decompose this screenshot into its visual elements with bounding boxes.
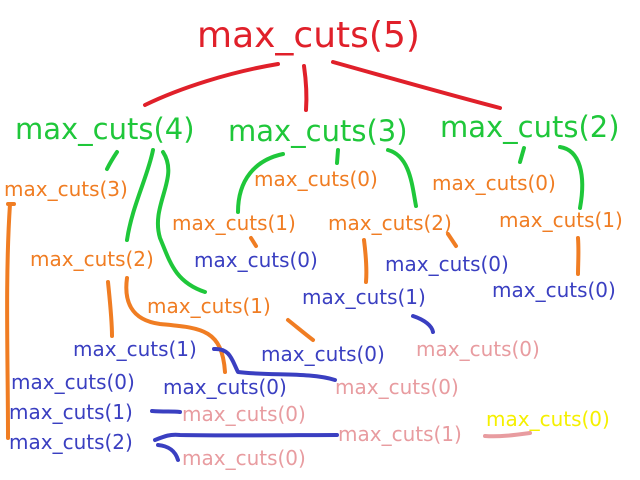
edge-o2b-to-b0 (362, 238, 369, 284)
edge-o3-to-b (5, 202, 12, 440)
node-4-1-0: max_cuts(0) (261, 342, 385, 366)
edge-o2-to-b0 (124, 276, 227, 374)
edge-4-to-1 (155, 150, 207, 294)
edge-4-to-2 (125, 148, 155, 242)
node-3-1: max_cuts(1) (172, 211, 296, 235)
node-4-2-1: max_cuts(1) (73, 337, 197, 361)
node-2-1: max_cuts(1) (499, 208, 623, 232)
edge-3-to-0b (335, 148, 340, 165)
node-3-2-1: max_cuts(1) (302, 285, 426, 309)
node-max-cuts-2: max_cuts(2) (440, 110, 620, 144)
edge-o1-to-b0 (249, 236, 258, 248)
edge-root-to-4 (143, 62, 280, 107)
edge-4-to-3 (105, 150, 119, 171)
node-2-0: max_cuts(0) (432, 171, 556, 195)
edge-o2b-to-b1 (446, 232, 458, 248)
edge-b2-to-p1 (153, 432, 339, 442)
node-3-2-1-0: max_cuts(0) (416, 337, 540, 361)
node-4-3-2: max_cuts(2) (9, 430, 133, 454)
node-3-2-0: max_cuts(0) (385, 252, 509, 276)
node-2-1-0: max_cuts(0) (492, 278, 616, 302)
node-4-3-0: max_cuts(0) (11, 370, 135, 394)
edge-b2-to-p0 (156, 443, 180, 462)
node-3-2: max_cuts(2) (328, 211, 452, 235)
node-4-3-1-0: max_cuts(0) (182, 402, 306, 426)
edge-p1-to-y0 (483, 431, 532, 439)
edge-b1c-to-p0 (150, 409, 182, 414)
edge-o1b-to-b0 (286, 318, 315, 342)
node-max-cuts-3: max_cuts(3) (228, 114, 408, 148)
edge-root-to-3 (302, 64, 309, 112)
node-3-0: max_cuts(0) (254, 167, 378, 191)
edge-3-to-0 (236, 152, 285, 214)
node-4-3-2-1: max_cuts(1) (338, 422, 462, 446)
node-4-3-1: max_cuts(1) (9, 400, 133, 424)
node-3-1-0: max_cuts(0) (194, 248, 318, 272)
node-4-3-2-0: max_cuts(0) (182, 446, 306, 470)
node-4-2: max_cuts(2) (30, 247, 154, 271)
node-max-cuts-4: max_cuts(4) (15, 112, 195, 146)
node-4-3-2-1-0: max_cuts(0) (486, 407, 610, 431)
node-4-2-0: max_cuts(0) (163, 375, 287, 399)
edge-3-to-2 (386, 148, 418, 208)
edge-2-to-0 (518, 146, 526, 164)
edge-b1b-to-p0 (411, 314, 435, 334)
node-4-2-1-0: max_cuts(0) (335, 375, 459, 399)
node-4-1: max_cuts(1) (147, 294, 271, 318)
edge-root-to-2 (331, 60, 502, 110)
node-4-3: max_cuts(3) (4, 177, 128, 201)
edge-o2-to-b1 (106, 280, 114, 338)
edge-b1-to-p0 (212, 346, 337, 382)
edge-2-to-1 (558, 145, 585, 210)
node-root: max_cuts(5) (197, 15, 420, 56)
